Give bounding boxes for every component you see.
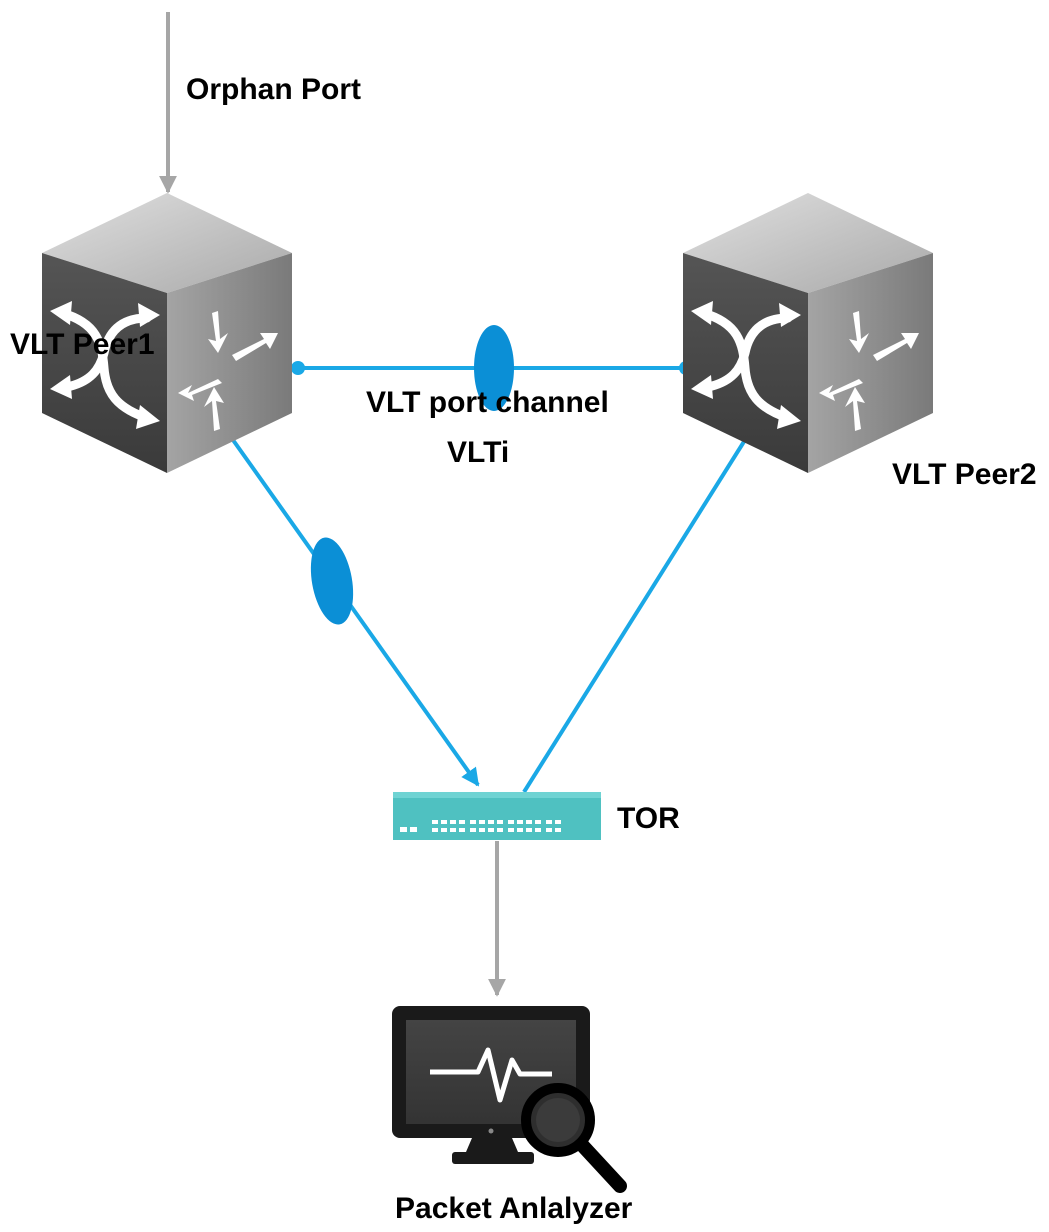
vlt-peer2-switch-icon: [683, 193, 933, 473]
packet-analyzer-monitor-icon: [392, 1006, 627, 1193]
vlt-port-channel-marker: [310, 537, 354, 625]
tor-label: TOR: [617, 802, 680, 835]
vlt-port-channel-label: VLT port channel: [366, 386, 609, 419]
orphan-port-label: Orphan Port: [186, 73, 361, 106]
packet-analyzer-label: Packet Anlalyzer: [395, 1192, 633, 1225]
tor-switch-icon: [393, 792, 601, 840]
vlti-port-channel-marker: [474, 325, 514, 411]
vlti-label: VLTi: [447, 436, 509, 469]
peer1-to-tor-link: [231, 438, 480, 787]
vlt-peer1-label: VLT Peer1: [10, 328, 155, 361]
vlti-endpoint-left: [291, 361, 305, 375]
vlt-peer2-label: VLT Peer2: [892, 458, 1037, 491]
peer2-to-tor-link: [522, 438, 747, 794]
